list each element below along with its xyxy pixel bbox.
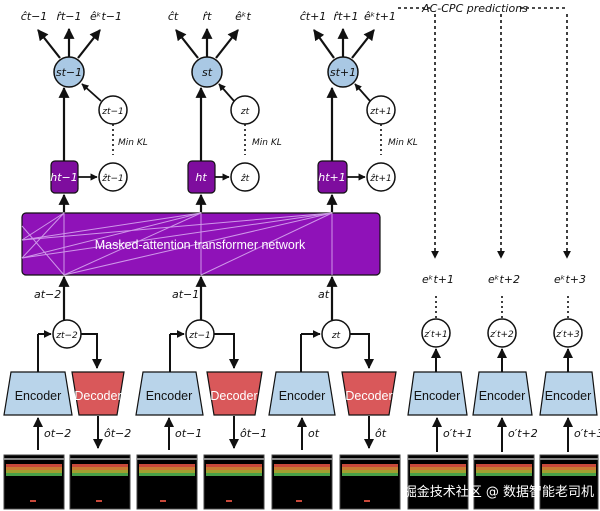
action-label: at−1: [172, 288, 199, 301]
latent-z-label: zt−2: [55, 331, 78, 341]
state-node: [327, 56, 359, 88]
r-hat-label: r̂t−1: [56, 10, 81, 23]
encoder-label: Encoder: [545, 389, 592, 403]
prior-z-node: [98, 162, 128, 192]
min-kl-label: Min KL: [118, 138, 148, 148]
future-obs-label: o′t+2: [508, 427, 538, 440]
posterior-z-label: zt: [240, 107, 250, 117]
game-frame: [69, 454, 131, 510]
h-label: ht: [195, 171, 207, 184]
posterior-z-label: zt+1: [369, 107, 392, 117]
r-hat-label: r̂t: [203, 10, 213, 23]
c-hat-label: ĉt−1: [21, 10, 48, 23]
decoder-box: [341, 371, 397, 416]
obs-label: ot−1: [175, 427, 202, 440]
game-frame: [339, 454, 401, 510]
encoder-label: Encoder: [414, 389, 461, 403]
timestep-3: ĉt+1 r̂t+1 êᵏt+1 st+1 zt+1 Min KL ẑt+1 h…: [300, 10, 418, 212]
future-e-label: eᵏt+2: [488, 273, 520, 286]
latent-z-label: zt−1: [188, 331, 211, 341]
future-obs-label: o′t+1: [443, 427, 473, 440]
prior-z-node: [366, 162, 396, 192]
game-frame: [203, 454, 265, 510]
latent-z-label: zt: [331, 331, 341, 341]
prior-z-label: ẑt: [240, 174, 250, 184]
frame-thumbnails: [3, 454, 599, 510]
lower-step-3: at zt Encoder Decoder ot ôt: [268, 275, 397, 450]
lower-step-1: at−2 zt−2 Encoder Decoder ot−2 ôt−2: [3, 275, 131, 450]
decoder-box: [206, 371, 263, 416]
encoder-box: [407, 371, 468, 416]
encoder-box: [3, 371, 73, 416]
state-label: st: [202, 66, 213, 79]
future-z-node: [553, 318, 583, 348]
transformer-block: Masked-attention transformer network: [21, 212, 381, 276]
obs-hat-label: ôt−1: [240, 427, 267, 440]
obs-label: ot−2: [44, 427, 71, 440]
future-z-node: [487, 318, 517, 348]
c-hat-label: ĉt+1: [300, 10, 327, 23]
encoder-label: Encoder: [15, 389, 62, 403]
e-hat-label: êᵏt: [235, 10, 251, 23]
obs-hat-label: ôt: [375, 427, 387, 440]
state-node: [191, 56, 223, 88]
decoder-label: Decoder: [210, 389, 257, 403]
game-frame: [136, 454, 198, 510]
encoder-label: Encoder: [146, 389, 193, 403]
predictions-header: AC-CPC predictions: [421, 2, 528, 15]
decoder-label: Decoder: [74, 389, 121, 403]
min-kl-label: Min KL: [252, 138, 282, 148]
game-frame: [539, 454, 599, 510]
timestep-2: ĉt r̂t êᵏt st zt Min KL ẑt ht: [168, 10, 282, 212]
encoder-box: [268, 371, 336, 416]
r-hat-label: r̂t+1: [333, 10, 358, 23]
future-column-1: eᵏt+1 z′t+1 Encoder o′t+1: [407, 14, 473, 452]
lower-step-2: at−1 zt−1 Encoder Decoder ot−1 ôt−1: [135, 275, 267, 450]
decoder-label: Decoder: [345, 389, 392, 403]
timestep-1: ĉt−1 r̂t−1 êᵏt−1 st−1 zt−1 Min KL ẑt−1 h…: [21, 10, 148, 212]
h-label: ht+1: [318, 171, 346, 184]
future-e-label: eᵏt+1: [422, 273, 454, 286]
state-label: st−1: [56, 66, 82, 79]
posterior-z-label: zt−1: [101, 107, 124, 117]
action-label: at: [318, 288, 330, 301]
game-frame: [271, 454, 333, 510]
encoder-label: Encoder: [279, 389, 326, 403]
future-column-3: eᵏt+3 z′t+3 Encoder o′t+3: [539, 14, 600, 452]
game-frame: [3, 454, 65, 510]
min-kl-label: Min KL: [388, 138, 418, 148]
game-frame: [473, 454, 535, 510]
future-column-2: eᵏt+2 z′t+2 Encoder o′t+2: [472, 14, 538, 452]
encoder-box: [135, 371, 204, 416]
attention-lines: [21, 212, 333, 276]
prior-z-node: [230, 162, 260, 192]
c-hat-label: ĉt: [168, 10, 179, 23]
prior-z-label: ẑt+1: [369, 174, 392, 184]
e-hat-label: êᵏt+1: [364, 10, 396, 23]
prior-z-label: ẑt−1: [101, 174, 124, 184]
future-z-label: z′t+2: [489, 330, 514, 340]
encoder-box: [539, 371, 598, 416]
e-hat-label: êᵏt−1: [90, 10, 122, 23]
transformer-label: Masked-attention transformer network: [95, 238, 306, 252]
future-z-node: [421, 318, 451, 348]
decoder-box: [71, 371, 125, 416]
encoder-label: Encoder: [479, 389, 526, 403]
future-z-label: z′t+1: [423, 330, 448, 340]
obs-hat-label: ôt−2: [104, 427, 131, 440]
game-frame: [407, 454, 469, 510]
obs-label: ot: [308, 427, 320, 440]
future-obs-label: o′t+3: [574, 427, 600, 440]
future-e-label: eᵏt+3: [554, 273, 586, 286]
h-label: ht−1: [50, 171, 78, 184]
action-label: at−2: [34, 288, 61, 301]
state-label: st+1: [330, 66, 356, 79]
encoder-box: [472, 371, 533, 416]
watermark-text: 掘金技术社区 @ 数据智能老司机: [404, 484, 594, 500]
future-z-label: z′t+3: [555, 330, 580, 340]
